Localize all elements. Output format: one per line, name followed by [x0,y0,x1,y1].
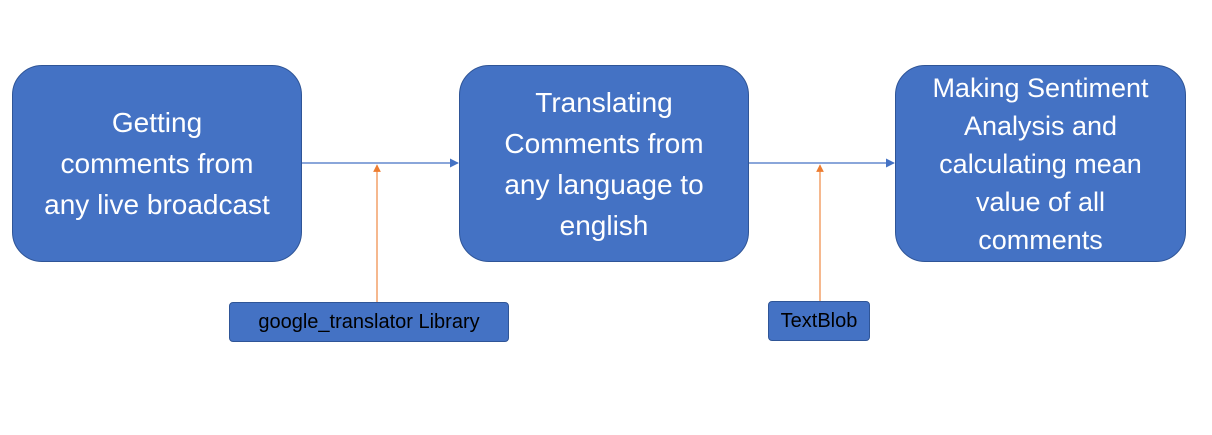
step-text-line: Translating [535,86,673,118]
step-text-line: Analysis and [963,110,1118,141]
step-box-sentiment-analysis: Making Sentiment Analysis and calculatin… [895,65,1186,262]
step-box-get-comments: Getting comments from any live broadcast [12,65,302,262]
step-text-line: english [559,209,649,241]
step-text: Translating Comments from any language t… [504,82,703,246]
step-text-line: Getting [111,107,203,138]
step-text-line: calculating mean [939,148,1142,179]
tool-tag-google-translator: google_translator Library [229,302,509,342]
step-text-line: any live broadcast [44,189,270,220]
step-text: Getting comments from any live broadcast [44,102,270,225]
step-text-line: any language to [504,168,704,200]
step-text-line: comments [978,224,1103,255]
step-text-line: Making Sentiment [932,72,1149,103]
step-text-line: Comments from [504,127,704,159]
step-box-translate-comments: Translating Comments from any language t… [459,65,749,262]
step-text: Making Sentiment Analysis and calculatin… [932,69,1148,259]
tool-tag-textblob: TextBlob [768,301,870,341]
tool-tag-label: google_translator Library [258,310,480,333]
step-text-line: comments from [60,148,254,179]
tool-tag-label: TextBlob [780,309,858,332]
step-text-line: value of all [975,186,1106,217]
